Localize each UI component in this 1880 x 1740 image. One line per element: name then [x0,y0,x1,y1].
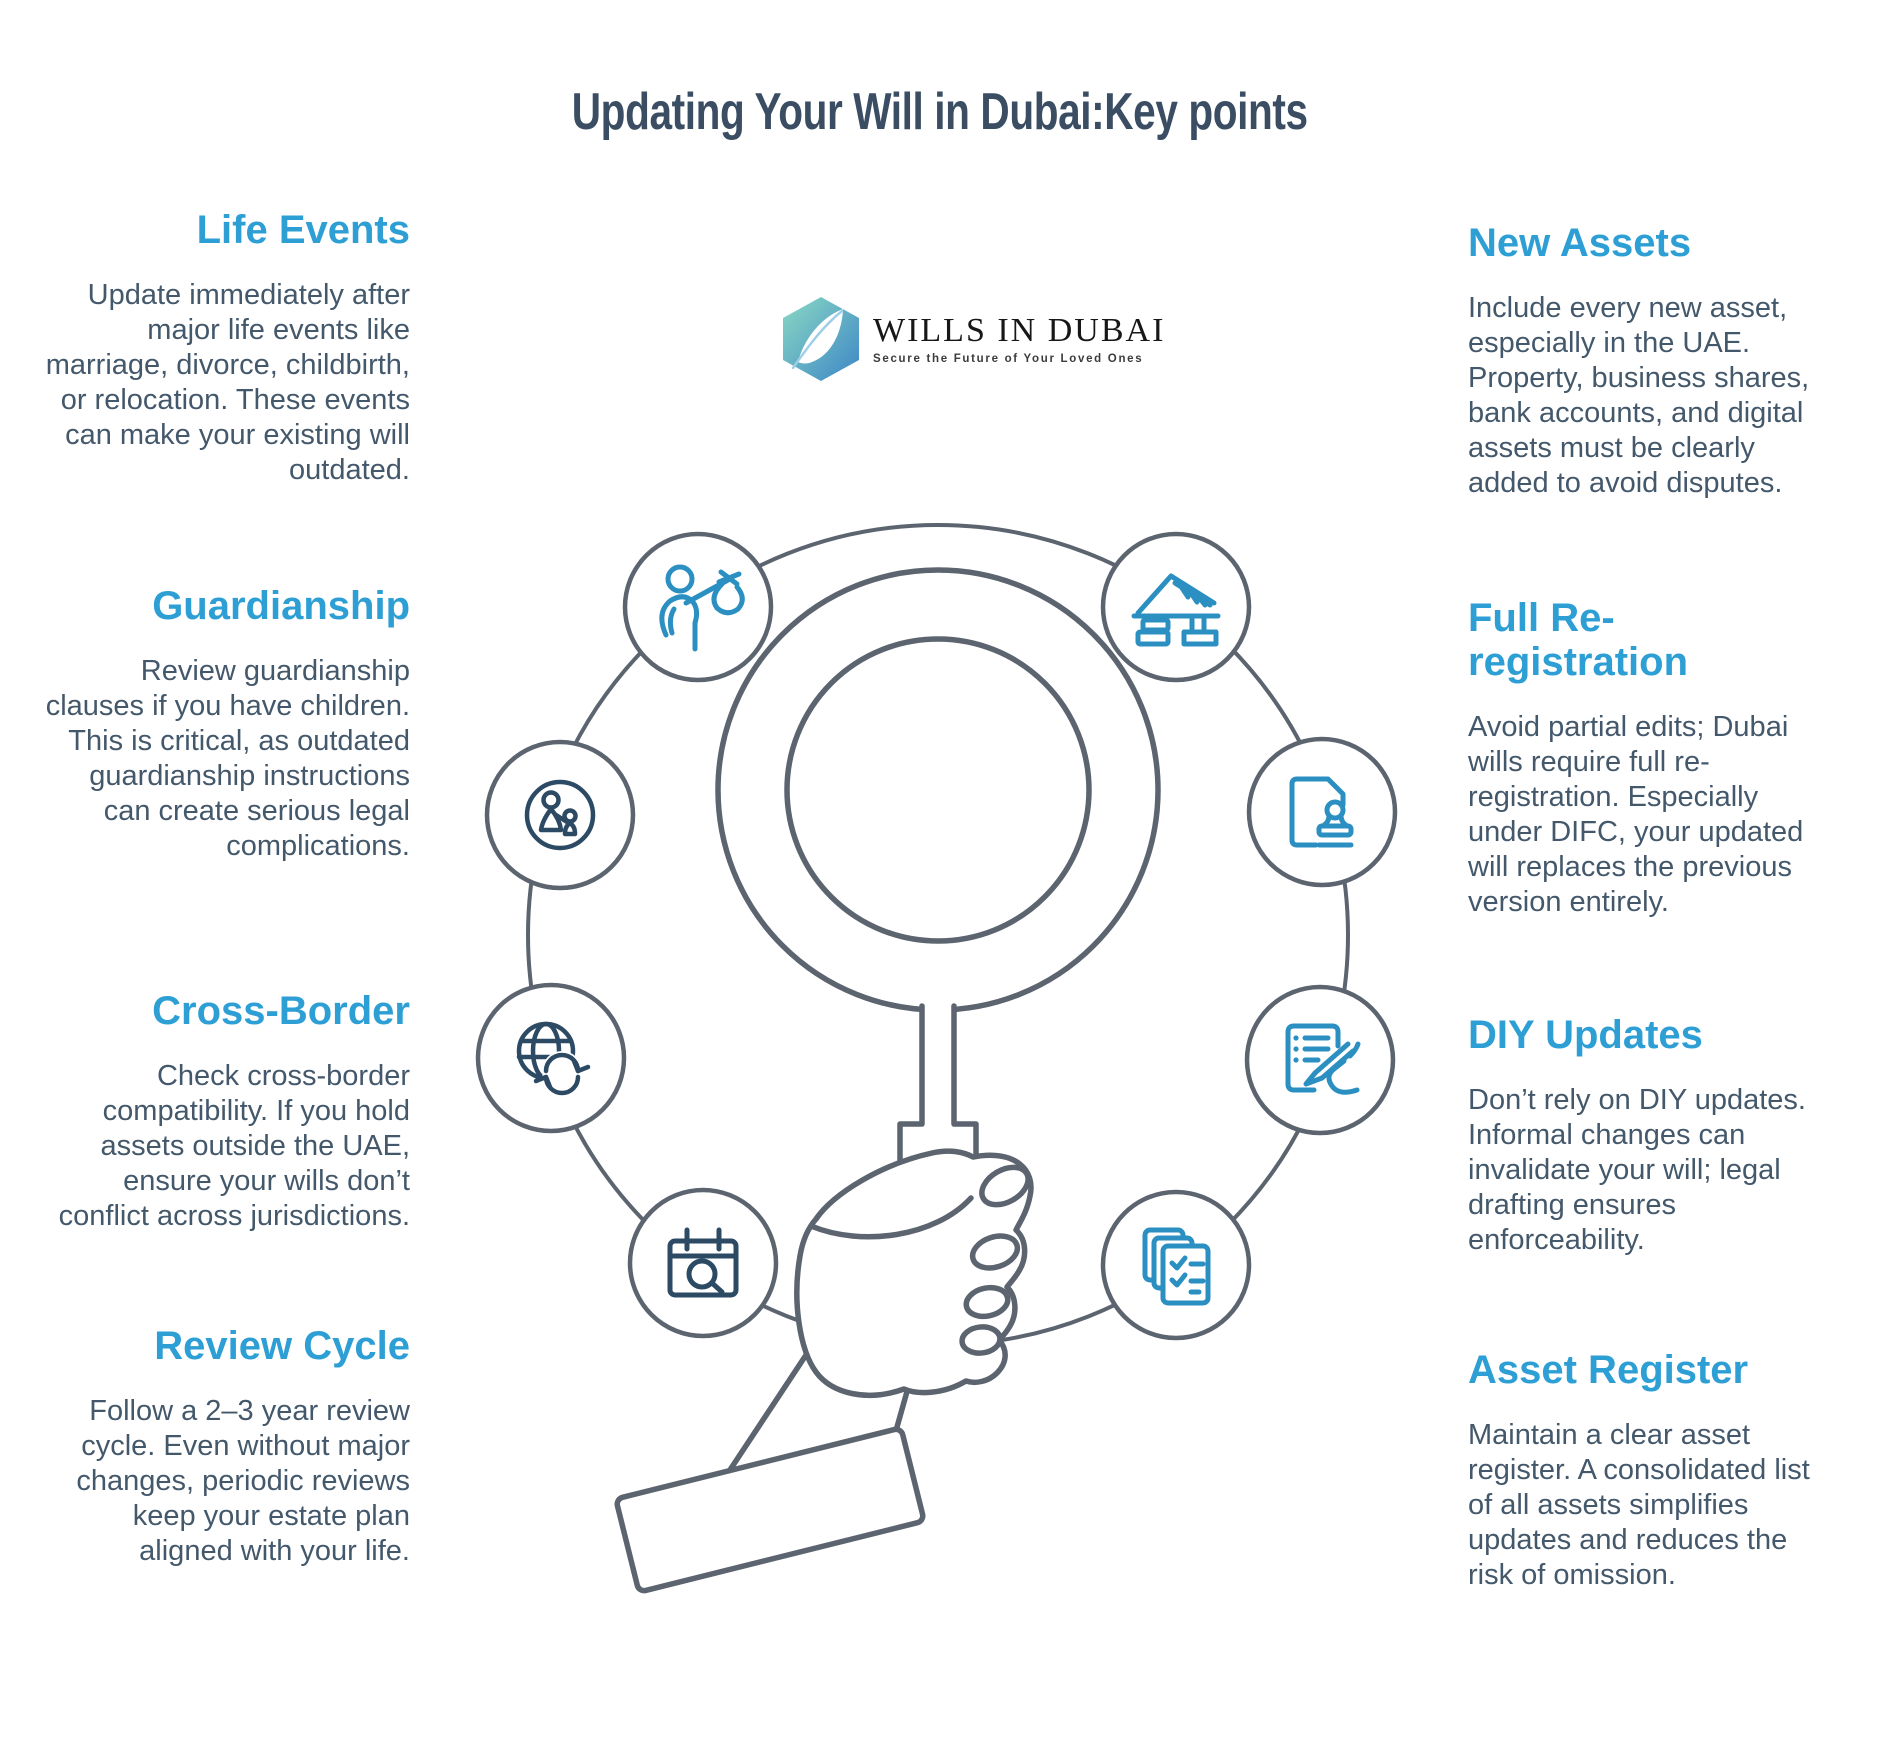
logo-hexagon-feather-icon [783,297,859,381]
fingernail [959,1324,1003,1356]
section-full-re-registration: Full Re-registration Avoid partial edits… [1468,596,1860,920]
section-heading: Guardianship [152,584,410,628]
section-body: Update immediately after major life even… [45,279,410,486]
section-review-cycle: Review Cycle Follow a 2–3 year review cy… [42,1324,410,1569]
asset-checklist-icon [1142,1227,1211,1306]
logo-text: WILLS IN DUBAI Secure the Future of Your… [873,312,1166,366]
signing-document-icon [1285,1023,1361,1095]
section-life-events: Life Events Update immediately after maj… [42,208,410,488]
section-body: Avoid partial edits; Dubai wills require… [1468,711,1804,918]
fingernail [979,1164,1031,1208]
magnifier-lens-outer [715,567,1161,1013]
section-heading: Full Re-registration [1468,596,1689,684]
cycle-nodes [475,531,1398,1341]
page-title-text: Updating Your Will in Dubai:Key points [572,83,1308,141]
fingernails [959,1164,1031,1356]
section-body: Check cross-border compatibility. If you… [58,1060,410,1232]
section-heading: Asset Register [1468,1348,1749,1392]
guardianship-family-icon [524,779,596,851]
sleeve-cuff [614,1426,926,1594]
review-calendar-icon [667,1227,739,1298]
hand-magnifier-illustration [614,567,1161,1594]
section-cross-border: Cross-Border Check cross-border compatib… [42,989,410,1234]
section-body: Don’t rely on DIY updates. Informal chan… [1468,1084,1806,1256]
will-update-cycle-diagram [475,523,1398,1594]
logo-tagline: Secure the Future of Your Loved Ones [873,353,1144,365]
thumb-crease [808,1195,974,1240]
logo-name: WILLS IN DUBAI [873,312,1166,349]
section-heading: Review Cycle [154,1324,410,1368]
section-guardianship: Guardianship Review guardianship clauses… [42,584,410,864]
section-heading: Cross-Border [152,989,410,1033]
magnifier-lens-inner [784,636,1092,944]
cross-border-globe-icon [516,1021,591,1096]
section-heading: Life Events [196,208,410,252]
section-asset-register: Asset Register Maintain a clear asset re… [1468,1348,1860,1593]
section-body: Follow a 2–3 year review cycle. Even wit… [76,1395,410,1567]
section-heading: New Assets [1468,221,1692,265]
node-circle [1100,531,1252,683]
node-circle [1246,736,1398,888]
section-body: Maintain a clear asset register. A conso… [1468,1419,1810,1591]
section-body: Include every new asset, especially in t… [1468,292,1810,499]
fingernail [969,1233,1021,1271]
registration-stamp-icon [1289,776,1354,848]
section-new-assets: New Assets Include every new asset, espe… [1468,221,1860,501]
relocation-person-icon [659,564,745,652]
section-diy-updates: DIY Updates Don’t rely on DIY updates. I… [1468,1013,1860,1258]
section-body: Review guardianship clauses if you have … [45,655,410,862]
section-heading: DIY Updates [1468,1013,1703,1057]
fingernail [963,1284,1011,1320]
new-property-icon [1131,573,1221,647]
brand-logo: WILLS IN DUBAI Secure the Future of Your… [781,296,1165,382]
page-title: Updating Your Will in Dubai:Key points [0,82,1880,142]
